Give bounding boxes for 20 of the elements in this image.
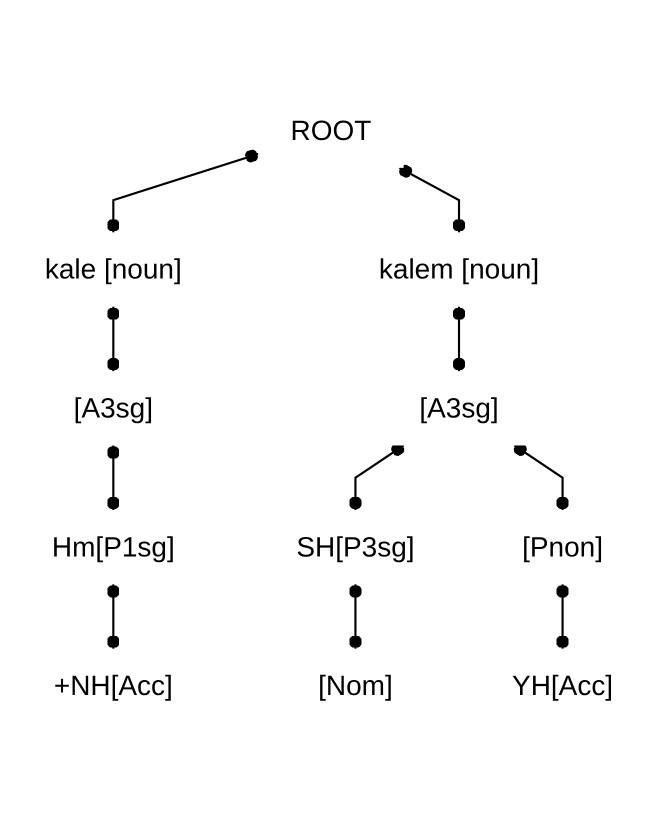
connector <box>106 584 120 648</box>
node-text: [Pnon] <box>522 530 604 562</box>
connector <box>348 442 404 510</box>
node-text: ROOT <box>290 114 372 146</box>
connector <box>556 584 570 648</box>
node-text: [Nom] <box>318 668 393 702</box>
node-text: YH[Acc] <box>512 668 614 702</box>
connector <box>348 584 362 648</box>
node-text: Hm[P1sg] <box>52 530 175 562</box>
connector <box>106 445 120 510</box>
node-text: [A3sg] <box>74 391 153 424</box>
connector <box>106 306 120 371</box>
node-text: kalem [noun] <box>378 252 540 285</box>
connector <box>398 164 466 232</box>
connector <box>514 442 570 510</box>
connector <box>106 149 259 232</box>
node-text: kale [noun] <box>44 252 182 285</box>
connector <box>452 306 466 371</box>
node-text: +NH[Acc] <box>54 668 173 702</box>
node-text: SH[P3sg] <box>296 530 415 562</box>
